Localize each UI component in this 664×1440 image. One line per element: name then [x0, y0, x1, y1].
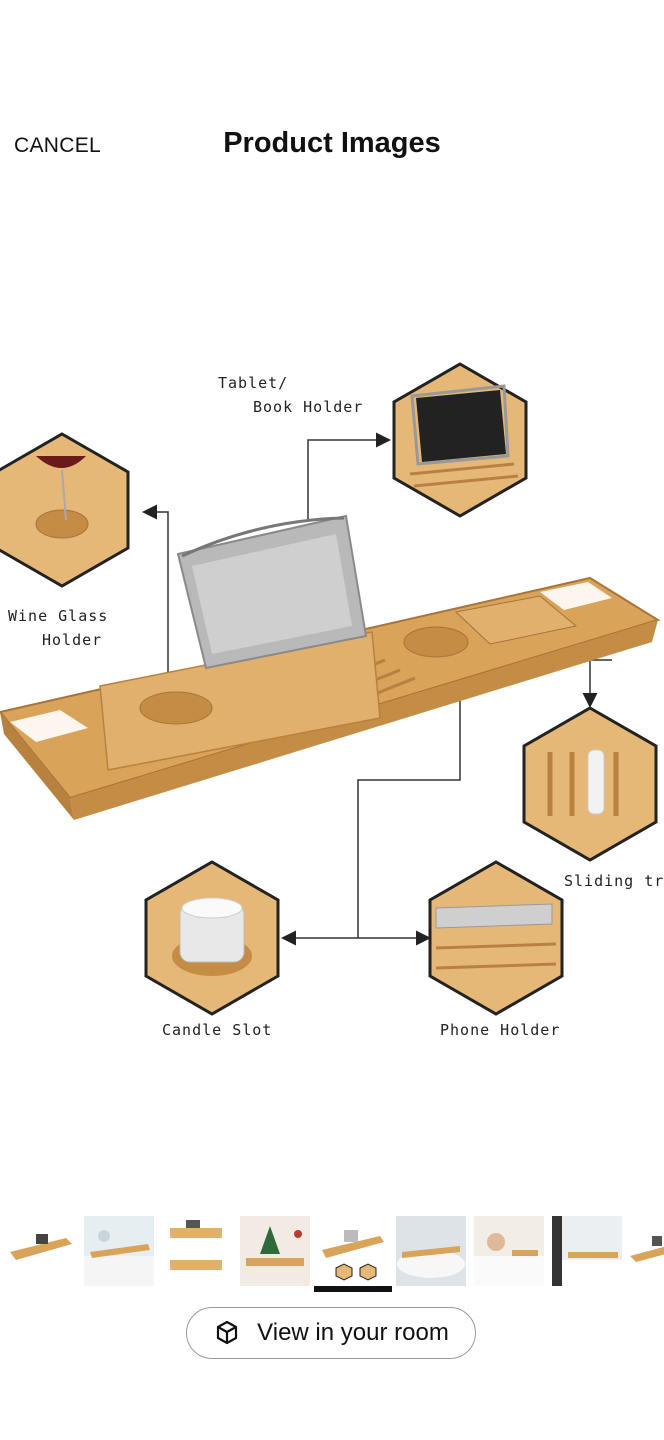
- view-in-your-room-button[interactable]: View in your room: [186, 1307, 476, 1359]
- selected-thumbnail-indicator: [314, 1286, 392, 1292]
- thumbnail-2[interactable]: [84, 1216, 154, 1286]
- hex-sliding-tray: [522, 706, 658, 862]
- header-bar: CANCEL Product Images: [0, 0, 664, 290]
- thumbnail-1[interactable]: [6, 1216, 76, 1286]
- page-title: Product Images: [223, 127, 441, 159]
- hex-tablet-holder: [392, 362, 528, 518]
- label-tablet-2: Book Holder: [253, 398, 363, 416]
- hex-candle-slot: [144, 860, 280, 1016]
- main-product-image[interactable]: Tablet/ Book Holder Wine Glass Holder Sl…: [0, 330, 664, 1070]
- cancel-button[interactable]: CANCEL: [14, 134, 101, 157]
- label-phone: Phone Holder: [440, 1021, 560, 1039]
- thumbnail-8[interactable]: [552, 1216, 622, 1286]
- thumbnail-9[interactable]: [630, 1216, 664, 1286]
- thumbnail-4[interactable]: [240, 1216, 310, 1286]
- label-tablet-1: Tablet/: [218, 374, 288, 392]
- hex-wine-glass: [0, 432, 130, 588]
- bath-caddy-tray: [0, 514, 661, 820]
- thumbnail-strip[interactable]: [0, 1212, 664, 1294]
- bath-caddy-illustration: Tablet/ Book Holder Wine Glass Holder Sl…: [0, 362, 664, 1039]
- ar-cube-icon: [217, 1320, 238, 1345]
- thumbnail-6[interactable]: [396, 1216, 466, 1286]
- label-wine-2: Holder: [42, 631, 102, 649]
- label-wine-1: Wine Glass: [8, 607, 108, 625]
- label-sliding: Sliding tray: [564, 872, 664, 890]
- hex-phone-holder: [428, 860, 564, 1016]
- label-candle: Candle Slot: [162, 1021, 272, 1039]
- thumbnail-5-selected[interactable]: [318, 1216, 388, 1286]
- view-in-your-room-label: View in your room: [257, 1319, 449, 1346]
- thumbnail-3[interactable]: [162, 1216, 232, 1286]
- thumbnail-7[interactable]: [474, 1216, 544, 1286]
